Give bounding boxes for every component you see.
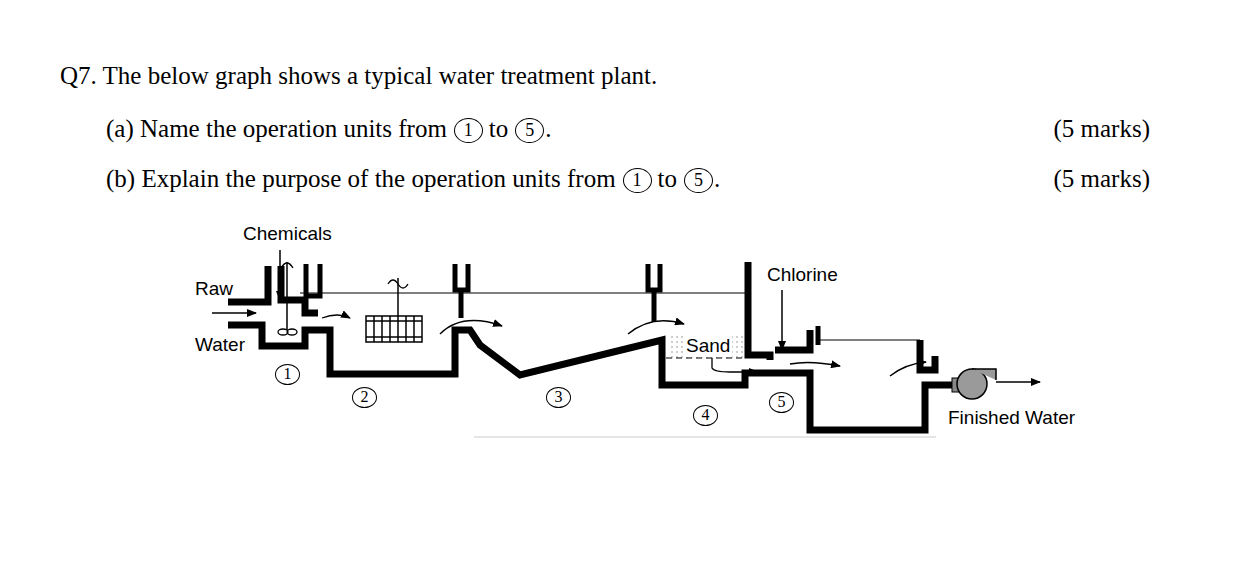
callout-number: 1 — [623, 168, 652, 193]
inlet-label: Water — [195, 334, 245, 356]
callout-number: 3 — [546, 387, 571, 408]
question-text: to — [658, 165, 677, 194]
question-title: Q7. The below graph shows a typical wate… — [60, 62, 657, 91]
inlet-label: Raw — [195, 278, 233, 300]
question-text: . — [714, 165, 720, 194]
marks-text: (5 marks) — [1054, 165, 1151, 194]
callout-number: 4 — [693, 405, 718, 426]
chemical-label: Chlorine — [767, 264, 838, 286]
chemical-label: Chemicals — [243, 223, 332, 245]
question-text: . — [545, 115, 551, 144]
question-text: to — [489, 115, 508, 144]
question-text: (b) Explain the purpose of the operation… — [106, 165, 616, 194]
callout-number: 5 — [515, 118, 544, 143]
media-label: Sand — [684, 335, 732, 357]
callout-number: 1 — [275, 364, 300, 385]
outlet-label: Finished Water — [948, 407, 1075, 429]
question-text: (a) Name the operation units from — [106, 115, 447, 144]
callout-number: 1 — [454, 118, 483, 143]
marks-text: (5 marks) — [1054, 115, 1151, 144]
callout-number: 5 — [684, 168, 713, 193]
callout-number: 2 — [352, 387, 377, 408]
callout-number: 5 — [769, 392, 794, 413]
